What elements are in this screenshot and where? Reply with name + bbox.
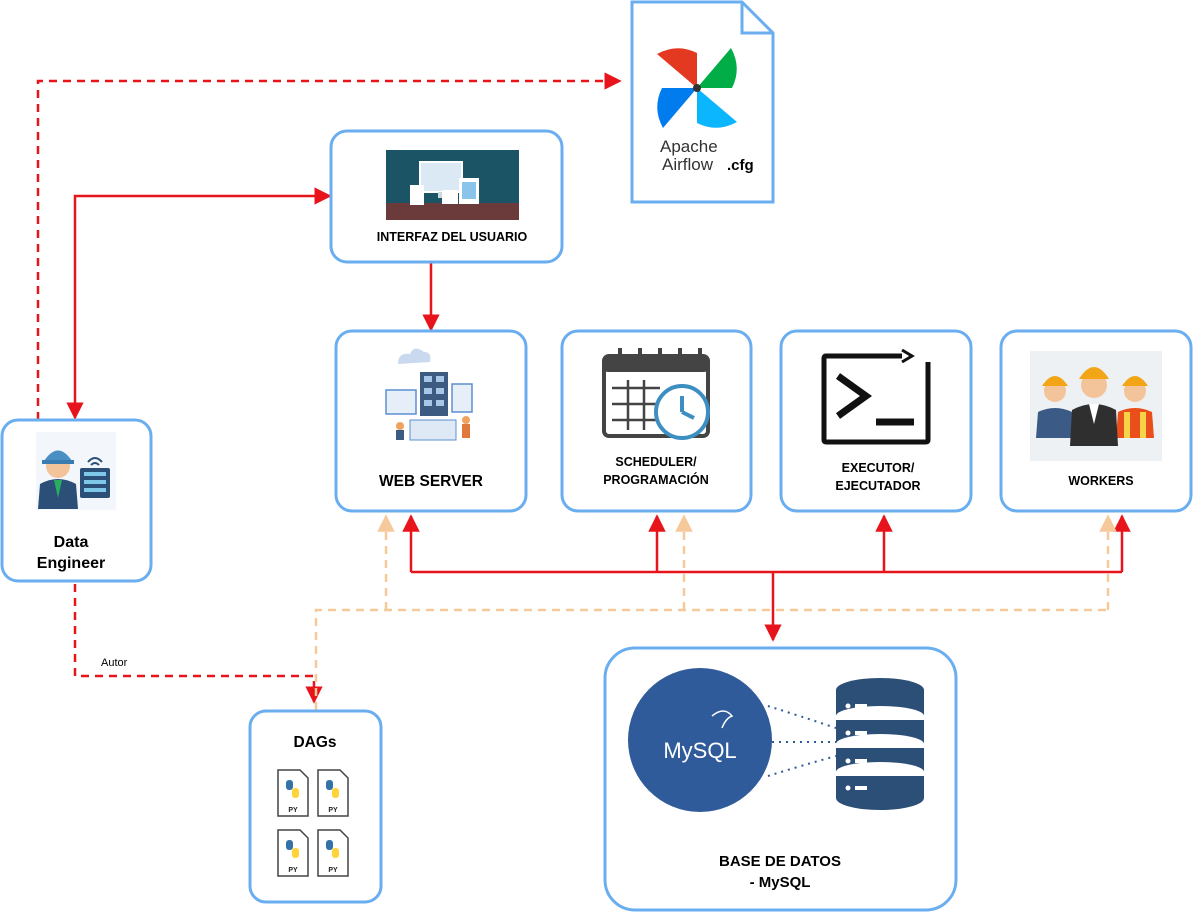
workers-node[interactable]: WORKERS: [999, 329, 1193, 513]
engineer-to-dags-dashed-arrow: [73, 584, 323, 704]
dags-dashed-bus: [314, 608, 1108, 710]
engineer-avatar-icon: [36, 432, 116, 510]
svg-text:MySQL: MySQL: [663, 738, 736, 763]
ui-node[interactable]: INTERFAZ DEL USUARIO: [329, 129, 564, 264]
workers-group-icon: [1030, 351, 1162, 461]
connection-dots: [767, 705, 837, 777]
executor-label-line1: EXECUTOR/: [842, 461, 915, 475]
python-file-icon: PY: [317, 829, 349, 877]
svg-text:PY: PY: [288, 867, 298, 874]
config-extension-label: .cfg: [727, 157, 754, 174]
data-engineer-label-line2: Engineer: [37, 555, 105, 572]
author-edge-label: Autor: [101, 657, 128, 669]
python-file-icon: PY: [277, 829, 309, 877]
web-server-label: WEB SERVER: [379, 473, 483, 490]
data-engineer-node[interactable]: Data Engineer: [0, 418, 153, 583]
web-server-node[interactable]: WEB SERVER: [334, 329, 528, 513]
database-stack-icon: [836, 678, 924, 810]
dags-label: DAGs: [293, 734, 336, 751]
calendar-clock-icon: [602, 348, 710, 440]
connectors: Autor: [36, 72, 1131, 710]
python-file-icon: PY: [317, 769, 349, 817]
file-fold: [740, 2, 773, 35]
mysql-logo-icon: MySQL: [628, 668, 772, 812]
svg-text:PY: PY: [288, 807, 298, 814]
executor-label-line2: EJECUTADOR: [835, 479, 920, 493]
engineer-ui-arrow: [66, 187, 332, 420]
python-file-icons: PY PY PY PY: [277, 769, 349, 877]
database-label-line1: BASE DE DATOS: [719, 853, 841, 870]
web-server-icon: [385, 348, 473, 441]
svg-text:PY: PY: [328, 867, 338, 874]
data-engineer-label-line1: Data: [54, 534, 89, 551]
airflow-pinwheel-icon: [657, 48, 737, 128]
scheduler-node[interactable]: SCHEDULER/ PROGRAMACIÓN: [560, 329, 753, 513]
database-label-line2: - MySQL: [750, 874, 811, 891]
python-file-icon: PY: [277, 769, 309, 817]
dags-node[interactable]: DAGs PY PY PY: [248, 709, 383, 904]
scheduler-label-line2: PROGRAMACIÓN: [603, 472, 709, 487]
terminal-icon: [821, 348, 931, 445]
airflow-logo-line2: Airflow: [662, 155, 714, 174]
workers-label: WORKERS: [1068, 474, 1133, 488]
database-node[interactable]: MySQL BASE DE DATOS - MySQL: [603, 646, 958, 912]
scheduler-label-line1: SCHEDULER/: [615, 455, 697, 469]
ui-label: INTERFAZ DEL USUARIO: [377, 230, 528, 244]
devices-icon: [386, 150, 519, 220]
engineer-to-config-dashed-arrow: [36, 72, 622, 420]
airflow-logo-line1: Apache: [660, 137, 718, 156]
executor-node[interactable]: EXECUTOR/ EJECUTADOR: [779, 329, 973, 513]
svg-text:PY: PY: [328, 807, 338, 814]
config-file-node[interactable]: Apache Airflow .cfg: [630, 0, 775, 204]
